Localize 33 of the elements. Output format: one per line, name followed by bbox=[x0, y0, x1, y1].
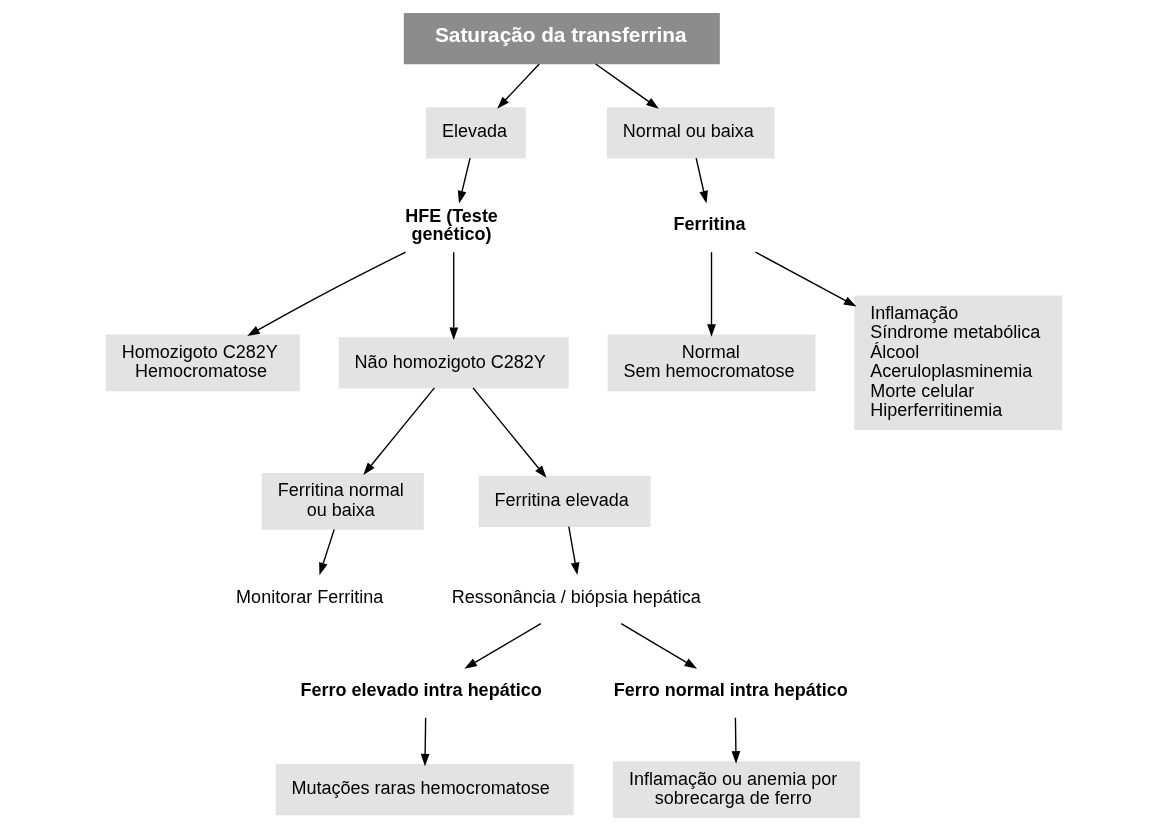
arrow bbox=[695, 157, 708, 204]
node-box: Saturação da transferrina bbox=[403, 12, 720, 65]
arrow bbox=[318, 528, 335, 576]
node-box: Inflamação ou anemia por sobrecarga de ferro bbox=[612, 761, 860, 819]
arrow bbox=[620, 622, 697, 669]
arrow bbox=[496, 63, 540, 109]
node-text: Ferro normal intra hepático bbox=[613, 680, 848, 701]
arrow bbox=[594, 63, 659, 109]
arrow bbox=[420, 717, 429, 767]
node-text: HFE (Teste genético) bbox=[404, 206, 498, 245]
node-box: Elevada bbox=[425, 107, 526, 159]
arrow bbox=[448, 251, 458, 340]
node-box: Normal ou baixa bbox=[606, 107, 775, 159]
arrow bbox=[457, 157, 471, 204]
node-text: Monitorar Ferritina bbox=[235, 587, 383, 608]
node-box: Ferritina normal ou baixa bbox=[261, 473, 424, 530]
arrow bbox=[246, 251, 406, 337]
arrow bbox=[471, 387, 546, 478]
arrow bbox=[706, 251, 716, 337]
arrow bbox=[567, 525, 579, 576]
node-box: Ferritina elevada bbox=[478, 475, 651, 528]
arrow bbox=[463, 622, 542, 669]
arrow bbox=[754, 251, 856, 307]
node-text: Ressonância / biópsia hepática bbox=[451, 587, 701, 608]
node-box: Mutações raras hemocromatose bbox=[275, 764, 574, 816]
node-text: Ferritina bbox=[672, 214, 745, 235]
node-text: Ferro elevado intra hepático bbox=[300, 680, 542, 701]
node-box: Não homozigoto C282Y bbox=[338, 337, 569, 389]
node-box: Inflamação Síndrome metabólica Álcool Aceruloplasminemia Morte celular Hiperferritinemia bbox=[853, 295, 1062, 431]
arrow bbox=[731, 717, 740, 764]
node-box: Homozigoto C282Y Hemocromatose bbox=[105, 334, 300, 392]
arrow bbox=[362, 387, 435, 476]
node-box: Normal Sem hemocromatose bbox=[607, 334, 815, 392]
